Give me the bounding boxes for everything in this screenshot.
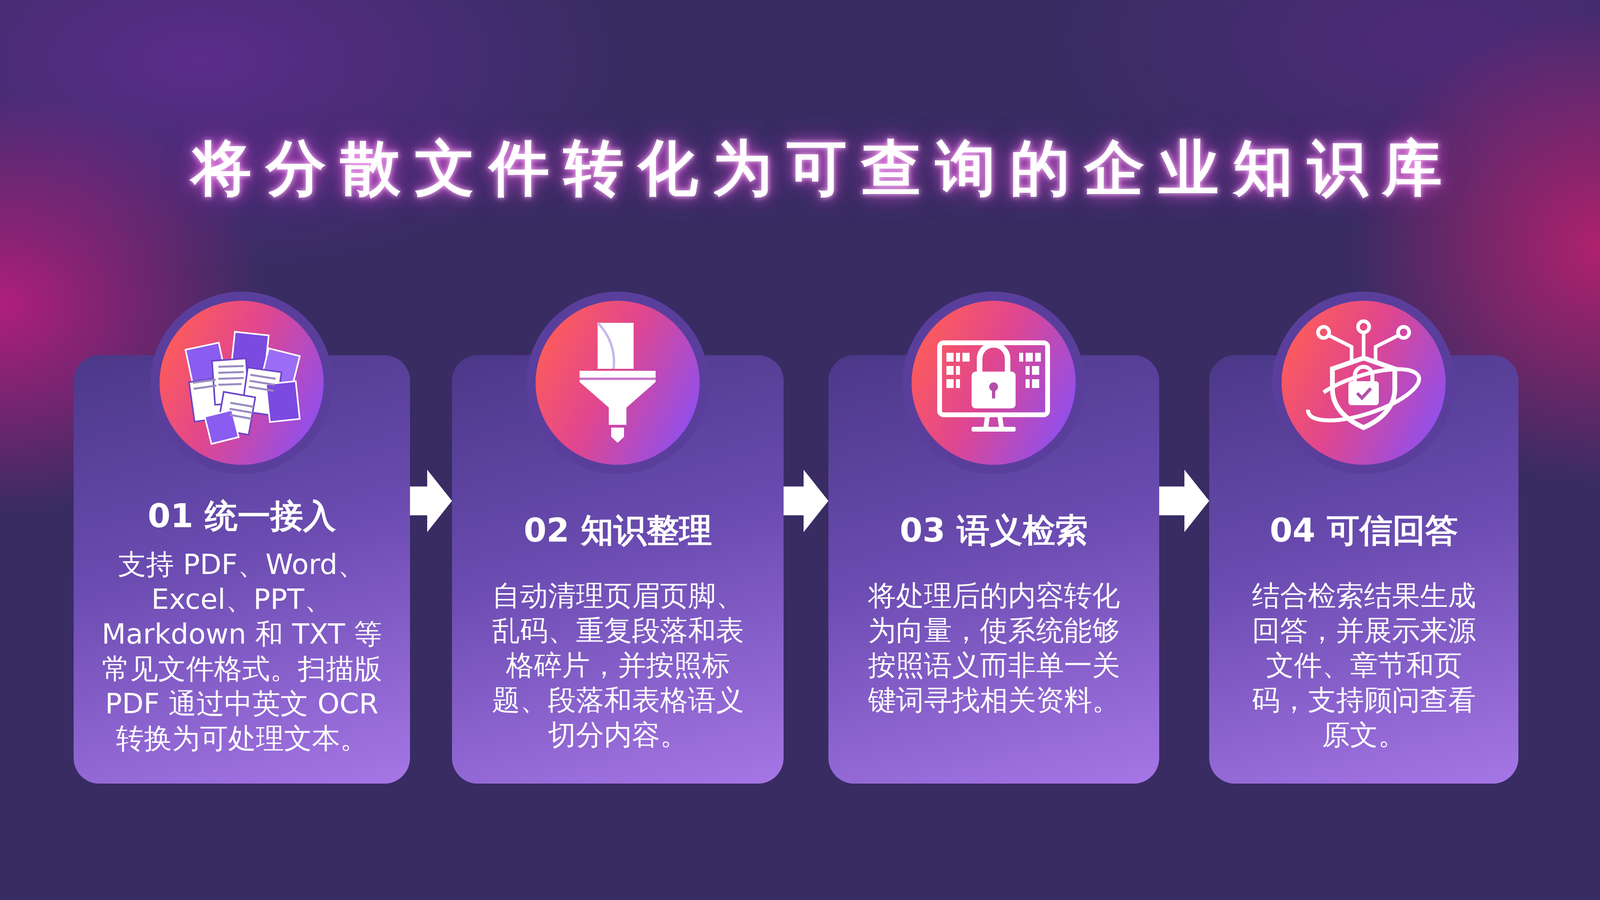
step-heading: 01 统一接入: [73, 496, 410, 536]
slide-title: 将分散文件转化为可查询的企业知识库: [0, 130, 1600, 206]
funnel-rim: [579, 377, 656, 380]
paper-curl: [597, 322, 614, 369]
shield-icon: [1272, 291, 1455, 474]
shield-outline: [1332, 358, 1395, 428]
icon-ring: [526, 291, 709, 474]
step-description: 结合检索结果生成 回答，并展示来源 文件、章节和页 码，支持顾问查看 原文。: [1244, 578, 1483, 753]
circuit-lines: [1362, 332, 1366, 358]
icon-disc: [911, 300, 1076, 465]
document-sheet: [185, 342, 228, 391]
circuit-lines: [1398, 326, 1410, 338]
monitor-stand: [985, 414, 1002, 429]
lock-keyhole: [989, 382, 998, 392]
icon-ring: [902, 291, 1085, 474]
lock-keyhole: [992, 388, 996, 399]
funnel-body: [579, 370, 656, 425]
flow-arrow: [783, 469, 829, 532]
document-sheet: [185, 332, 300, 444]
document-lines: [218, 366, 244, 367]
documents-icon: [150, 291, 333, 474]
icon-ring: [1272, 291, 1455, 474]
document-sheet: [188, 377, 226, 422]
step-card: 04 可信回答结合检索结果生成 回答，并展示来源 文件、章节和页 码，支持顾问查…: [1209, 355, 1519, 784]
document-lines: [218, 372, 244, 373]
flow-arrow: [410, 469, 452, 532]
secure-monitor-icon: [902, 291, 1085, 474]
document-lines: [192, 379, 216, 383]
document-lines: [218, 378, 244, 379]
step-description: 将处理后的内容转化 为向量，使系统能够 按照语义而非单一关 键词寻找相关资料。: [860, 578, 1127, 718]
document-sheet: [266, 381, 300, 422]
lock-body: [1348, 381, 1379, 406]
circuit-lines: [1327, 334, 1352, 361]
binary-bars: [956, 352, 960, 362]
binary-bars: [946, 352, 1041, 388]
icon-disc: [159, 300, 324, 465]
icon-disc: [1281, 300, 1446, 465]
paper-sheet: [597, 322, 634, 369]
binary-bars: [962, 352, 970, 362]
document-sheet: [259, 348, 300, 395]
circuit-lines: [1358, 321, 1370, 333]
step-heading: 02 知识整理: [452, 510, 784, 551]
step-card: 03 语义检索将处理后的内容转化 为向量，使系统能够 按照语义而非单一关 键词寻…: [828, 355, 1160, 784]
binary-bars: [956, 366, 960, 375]
step-description: 自动清理页眉页脚、 乱码、重复段落和表 格碎片，并按照标 题、段落和表格语义 切…: [484, 578, 751, 753]
step-heading: 03 语义检索: [828, 510, 1160, 551]
lock-shackle: [1354, 366, 1373, 383]
check-mark: [1357, 388, 1371, 398]
binary-bars: [1032, 366, 1040, 375]
document-lines: [249, 380, 275, 385]
step-description: 支持 PDF、Word、 Excel、PPT、 Markdown 和 TXT 等…: [94, 547, 390, 756]
step-card: 02 知识整理自动清理页眉页脚、 乱码、重复段落和表 格碎片，并按照标 题、段落…: [452, 355, 784, 784]
circuit-lines: [1318, 321, 1410, 361]
binary-bars: [1025, 352, 1033, 362]
document-sheet: [204, 410, 239, 444]
binary-bars: [1019, 352, 1024, 362]
monitor-frame: [939, 342, 1048, 415]
icon-ring: [150, 291, 333, 474]
circuit-lines: [1318, 326, 1330, 338]
binary-bars: [1035, 352, 1041, 362]
binary-bars: [1025, 366, 1030, 375]
document-sheet: [217, 392, 256, 435]
circuit-lines: [1375, 334, 1400, 361]
document-sheet: [230, 332, 269, 378]
monitor-base: [971, 426, 1016, 432]
funnel-icon: [526, 291, 709, 474]
flow-arrow: [1159, 469, 1210, 532]
binary-bars: [946, 366, 954, 375]
document-lines: [229, 408, 253, 413]
binary-bars: [946, 352, 954, 362]
document-lines: [230, 402, 254, 407]
funnel-spout: [611, 427, 624, 443]
binary-bars: [1025, 379, 1030, 388]
binary-bars: [946, 379, 954, 388]
lock-body: [971, 371, 1016, 409]
document-sheet: [212, 358, 249, 405]
document-sheet: [241, 367, 282, 416]
document-lines: [193, 385, 217, 389]
document-lines: [192, 366, 276, 419]
document-lines: [229, 414, 252, 419]
icon-disc: [535, 300, 700, 465]
document-lines: [218, 384, 242, 385]
step-card: 01 统一接入支持 PDF、Word、 Excel、PPT、 Markdown …: [73, 355, 410, 784]
document-lines: [248, 386, 274, 391]
binary-bars: [1032, 379, 1040, 388]
orbit-ring: [1302, 358, 1425, 432]
step-heading: 04 可信回答: [1209, 510, 1519, 551]
document-lines: [250, 374, 276, 379]
lock-shackle: [979, 344, 1008, 373]
binary-bars: [956, 379, 960, 388]
